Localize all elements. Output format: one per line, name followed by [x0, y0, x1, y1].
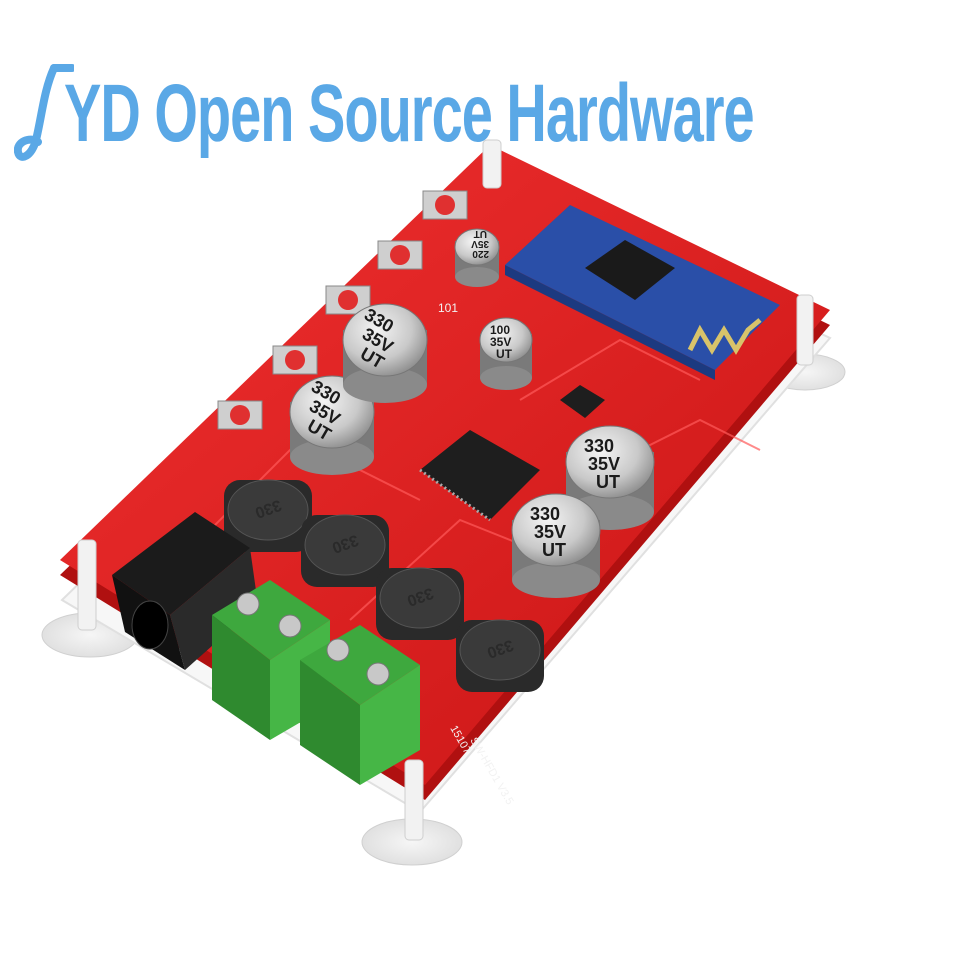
- standoff: [482, 139, 502, 189]
- small-chip: [560, 385, 605, 418]
- capacitor: 330 35V UT: [289, 375, 375, 475]
- bt-chip: [585, 240, 675, 300]
- terminal-screw: [236, 592, 260, 616]
- version-label: SW-HFD1 V3.5: [467, 736, 515, 807]
- capacitor: 330 35V UT: [342, 303, 428, 403]
- svg-text:35V: 35V: [490, 335, 511, 349]
- dc-power-jack: [112, 512, 258, 670]
- svg-text:35V: 35V: [588, 454, 620, 474]
- capacitor: 220 35V UT: [454, 228, 500, 287]
- music-note-icon: [14, 64, 74, 161]
- standoff: [404, 759, 424, 841]
- svg-text:UT: UT: [496, 347, 513, 361]
- bluetooth-module: [505, 205, 780, 380]
- resistor-label: 101: [438, 301, 458, 315]
- watermark: YD Open Source Hardware: [14, 52, 755, 172]
- terminal-screw: [278, 614, 302, 638]
- inductor: 330: [224, 479, 312, 552]
- standoffs: [77, 139, 814, 841]
- tactile-button: [217, 400, 263, 430]
- tactile-buttons: [217, 190, 468, 430]
- svg-text:UT: UT: [596, 472, 620, 492]
- inductor: 330: [301, 514, 389, 587]
- capacitor: 330 35V UT: [511, 493, 601, 598]
- bt-antenna: [687, 318, 762, 355]
- amplifier-chip: [419, 430, 540, 522]
- tactile-button: [422, 190, 468, 220]
- terminal-screw: [366, 662, 390, 686]
- svg-text:100: 100: [490, 323, 510, 337]
- screw-terminal: [300, 625, 420, 785]
- standoff: [77, 539, 97, 631]
- inductor: 330: [456, 619, 544, 692]
- svg-text:UT: UT: [542, 540, 566, 560]
- tactile-button: [272, 345, 318, 375]
- standoff: [796, 294, 814, 366]
- tactile-button: [377, 240, 423, 270]
- svg-text:UT: UT: [474, 228, 487, 239]
- inductor: 330: [376, 567, 464, 640]
- watermark-text: YD Open Source Hardware: [64, 66, 755, 158]
- svg-text:35V: 35V: [471, 238, 489, 249]
- svg-text:330: 330: [530, 504, 560, 524]
- svg-text:35V: 35V: [534, 522, 566, 542]
- capacitor: 100 35V UT: [479, 317, 533, 390]
- svg-text:220: 220: [472, 248, 489, 259]
- terminal-screw: [326, 638, 350, 662]
- svg-text:330: 330: [584, 436, 614, 456]
